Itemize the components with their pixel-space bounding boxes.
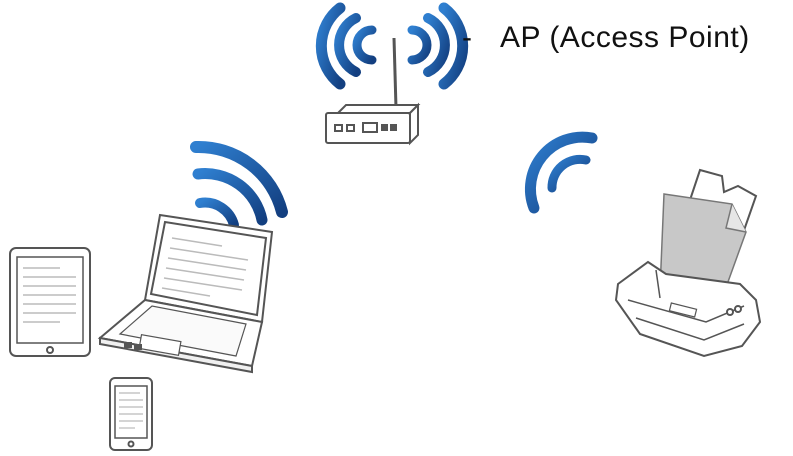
- scanner-wifi-icon: [524, 131, 598, 214]
- scanner-icon: [614, 168, 762, 358]
- ap-label-text: AP (Access Point): [500, 21, 750, 54]
- smartphone-icon: [109, 377, 153, 451]
- laptop-wifi-icon: [190, 140, 288, 230]
- router-icon: [325, 37, 421, 146]
- tablet-icon: [9, 247, 91, 357]
- laptop-icon: [97, 213, 274, 374]
- ap-label-dash: -: [462, 21, 473, 54]
- ap-wifi-left-icon: [315, 2, 377, 90]
- ap-label: -AP (Access Point): [462, 18, 750, 58]
- ap-wifi-right-icon: [407, 2, 469, 90]
